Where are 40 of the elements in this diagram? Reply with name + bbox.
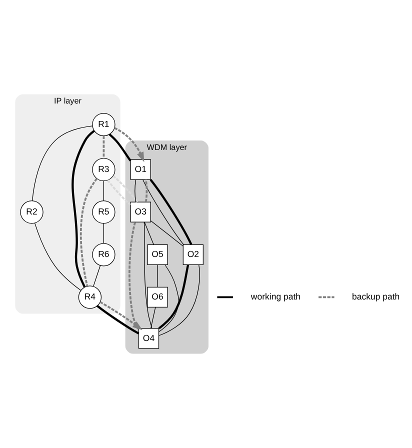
connector [158,264,190,330]
connector [144,222,154,245]
node-box: O4 [138,328,160,349]
connector [34,222,82,291]
connector [158,264,180,332]
connector [102,136,105,158]
connector [103,180,104,201]
connector [128,222,140,331]
legend-label: working path [250,292,301,302]
node-box: O5 [147,244,168,265]
connector [144,180,148,202]
connector [96,305,140,334]
node-box: O2 [182,244,204,265]
connector [142,179,184,245]
connector [157,264,158,288]
connector [150,178,192,245]
connector [80,178,98,286]
connector [103,223,104,244]
connector [108,133,132,162]
node-circle: R3 [92,158,116,182]
node-box: O3 [130,202,151,222]
connector [107,180,131,206]
connector [32,126,93,202]
connector [134,179,136,202]
legend-label: backup path [352,292,400,302]
arrow [114,127,144,162]
node-circle: R4 [78,286,102,309]
connector [158,264,200,336]
node-box: O1 [130,159,151,180]
node-circle: R5 [92,200,116,224]
connector [150,220,184,246]
connector [93,265,101,286]
node-circle: R1 [92,112,116,136]
connector [112,175,138,203]
connector [144,222,152,329]
connector [72,130,95,288]
node-box: O6 [147,286,168,308]
connector [150,307,156,329]
node-circle: R6 [92,243,116,266]
node-circle: R2 [20,200,44,224]
